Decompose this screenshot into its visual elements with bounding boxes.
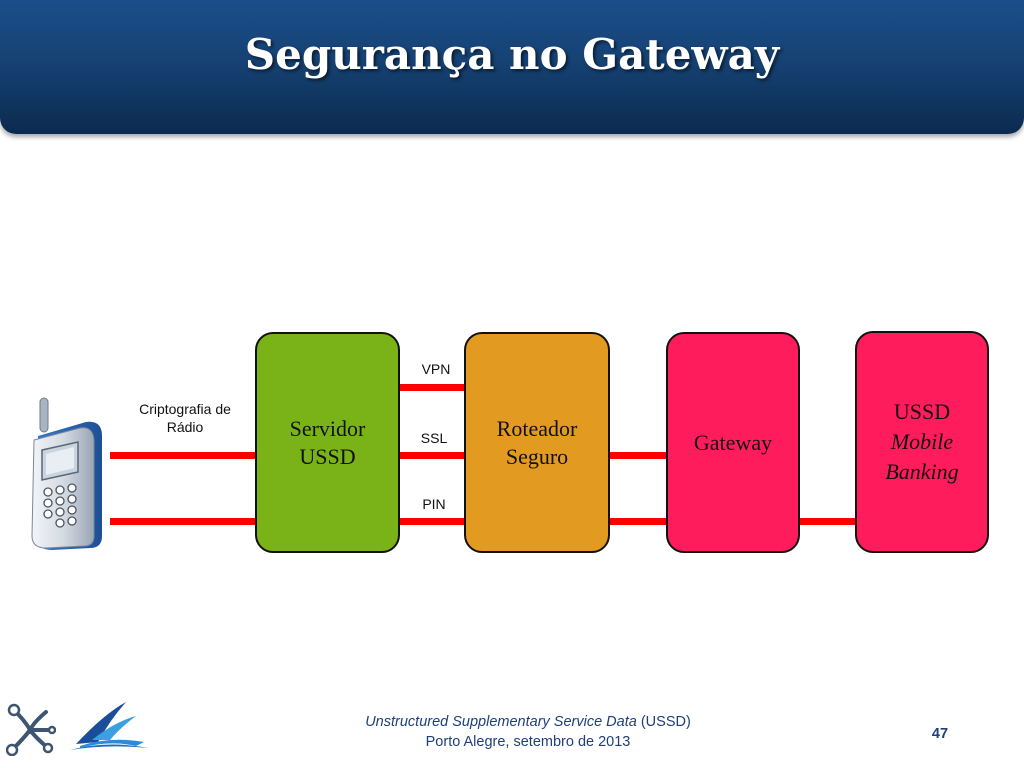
radio-crypto-label-line1: Criptografia de (139, 401, 231, 417)
roteador-seguro-line1: Roteador (496, 415, 578, 441)
page-title: Segurança no Gateway (244, 30, 780, 79)
footer-location-date: Porto Alegre, setembro de 2013 (425, 734, 631, 750)
gateway-line1: Gateway (693, 429, 773, 455)
title-bar: Segurança no Gateway (0, 0, 1024, 134)
ussd-mobile-banking-box: USSD Mobile Banking (855, 331, 989, 553)
servidor-ussd-line1: Servidor (289, 415, 366, 441)
network-node-logo (6, 703, 56, 756)
connector-pin (398, 518, 468, 525)
roteador-seguro-box: Roteador Seguro (464, 332, 610, 553)
footer-subtitle-italic: Unstructured Supplementary Service Data (365, 714, 637, 730)
vpn-label: VPN (421, 361, 451, 377)
banking-line2: Mobile (890, 429, 954, 454)
mobile-phone-icon (31, 397, 102, 550)
connector-phone-servidor-top (110, 452, 260, 459)
connector-gateway-banking (797, 518, 859, 525)
connector-roteador-gateway-top (607, 452, 669, 459)
pin-label: PIN (422, 496, 446, 512)
servidor-ussd-box: Servidor USSD (255, 332, 400, 553)
gateway-box: Gateway (666, 332, 800, 553)
footer-subtitle: Unstructured Supplementary Service Data … (300, 714, 756, 730)
roteador-seguro-line2: Seguro (505, 443, 569, 469)
servidor-ussd-line2: USSD (299, 443, 356, 469)
footer-subtitle-abbr: (USSD) (640, 714, 691, 730)
institution-logo (70, 702, 148, 750)
page-number: 47 (931, 726, 949, 742)
ssl-label: SSL (420, 430, 448, 446)
radio-crypto-label: Criptografia de Rádio (120, 400, 250, 436)
banking-line3: Banking (885, 459, 959, 484)
connector-ssl (398, 452, 468, 459)
connector-vpn (398, 384, 468, 391)
radio-crypto-label-line2: Rádio (166, 419, 204, 435)
banking-line1: USSD (893, 399, 951, 424)
connector-phone-servidor-bottom (110, 518, 260, 525)
connector-roteador-gateway-bottom (607, 518, 669, 525)
